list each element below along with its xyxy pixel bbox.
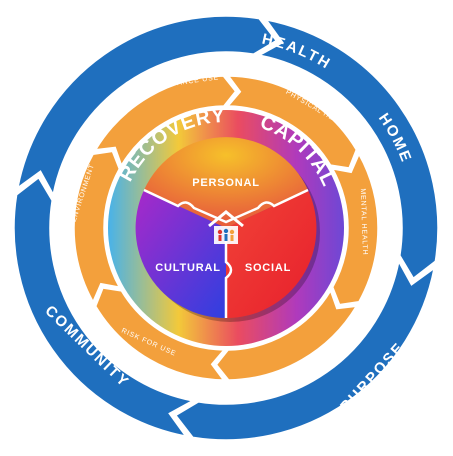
quadrant-label-social: SOCIAL [245,262,291,274]
quadrant-label-personal: PERSONAL [192,177,260,189]
mid-label-mental-health: MENTAL HEALTH [359,188,368,255]
middle-ring-segment [94,287,226,381]
outer-ring-segment [174,259,436,441]
middle-ring-segment [215,289,358,381]
quadrant-divider [143,188,309,318]
middle-ring-segment [331,152,379,306]
center-disc: PERSONAL CULTURAL SOCIAL [135,137,317,319]
middle-ring-segment [226,75,358,169]
outer-blue-ring [13,15,439,441]
outer-ring-segment [16,15,278,197]
middle-ring-segment [94,75,237,167]
middle-ring-segment [73,150,121,304]
quadrant-label-cultural: CULTURAL [155,262,220,274]
quadrant-social-shape [226,190,317,319]
quadrant-personal-shape [144,137,308,228]
middle-orange-ring [73,75,379,381]
quadrant-cultural-shape [135,190,226,319]
house-people-icon [208,210,244,244]
outer-ring-segment [257,18,439,280]
outer-ring-segment [13,176,195,438]
